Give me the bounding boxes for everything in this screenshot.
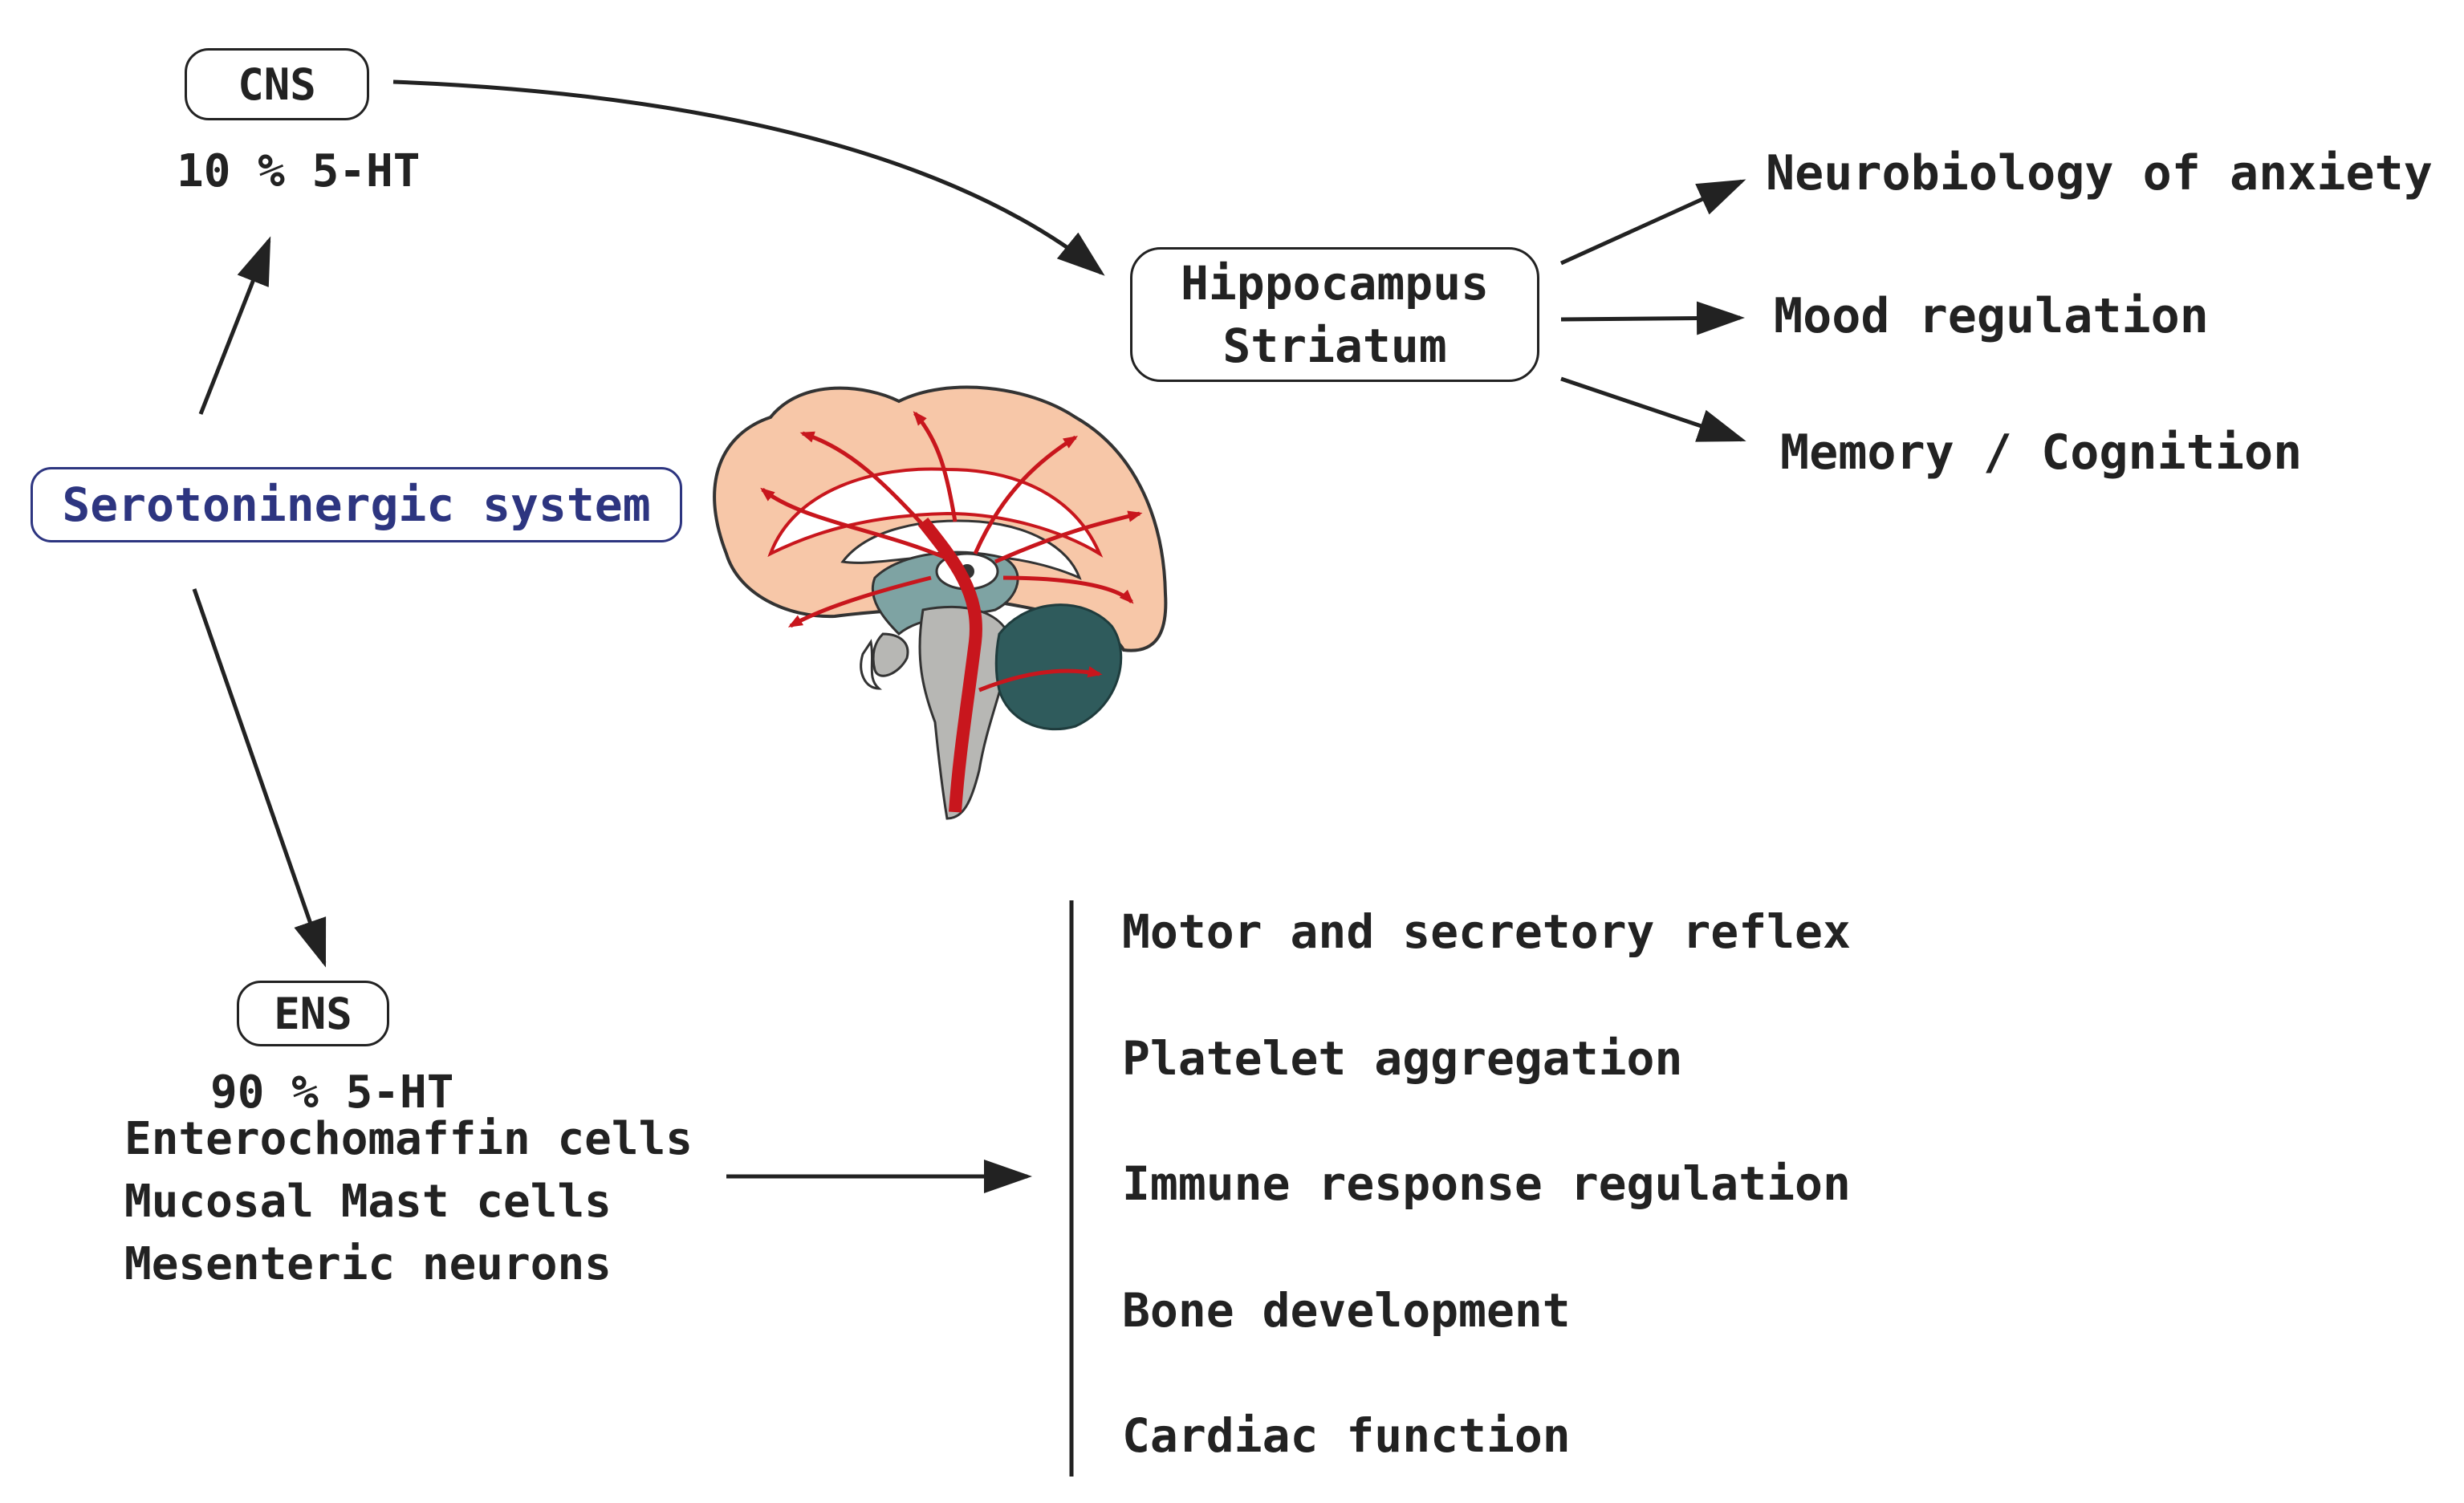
striatum-label: Striatum [1222, 319, 1447, 373]
function-motor-reflex: Motor and secretory reflex [1122, 904, 1851, 959]
cerebellum [994, 603, 1123, 731]
ens-source-mesenteric: Mesenteric neurons [124, 1238, 612, 1290]
ens-label: ENS [274, 988, 352, 1039]
cns-box: CNS [185, 48, 369, 120]
function-platelet: Platelet aggregation [1122, 1031, 1683, 1086]
cns-percent: 10 % 5-HT [177, 145, 421, 197]
cns-label: CNS [238, 59, 316, 110]
ens-source-mast-cells: Mucosal Mast cells [124, 1176, 612, 1228]
arrow-to-memory [1560, 376, 1746, 442]
function-immune: Immune response regulation [1122, 1156, 1851, 1211]
function-cardiac: Cardiac function [1122, 1408, 1571, 1463]
anxiety-label: Neurobiology of anxiety [1766, 145, 2433, 201]
raphe-pathways [760, 411, 1143, 813]
cortex-inner-fold [767, 467, 1104, 558]
hippocampus-striatum-box: Hippocampus Striatum [1130, 247, 1539, 382]
arrow-serotonin-to-cns [198, 236, 271, 415]
ens-percent: 90 % 5-HT [210, 1066, 454, 1119]
ens-box: ENS [237, 981, 389, 1046]
hippocampus-label: Hippocampus [1180, 256, 1490, 311]
arrow-serotonin-to-ens [192, 588, 327, 968]
ens-source-enterochromaffin: Enterochomaffin cells [124, 1113, 693, 1165]
serotoninergic-system-label: Serotoninergic system [62, 477, 651, 532]
arrow-to-anxiety [1559, 179, 1746, 266]
pituitary [872, 632, 909, 677]
optic-chiasm [860, 639, 883, 690]
arrow-to-mood [1560, 301, 1745, 335]
arrow-cns-to-hippocampus [392, 79, 1105, 276]
function-bone: Bone development [1122, 1283, 1571, 1338]
mood-label: Mood regulation [1774, 288, 2209, 344]
memory-label: Memory / Cognition [1780, 424, 2303, 481]
brain-illustration [713, 385, 1168, 820]
serotoninergic-system-box: Serotoninergic system [30, 467, 682, 542]
